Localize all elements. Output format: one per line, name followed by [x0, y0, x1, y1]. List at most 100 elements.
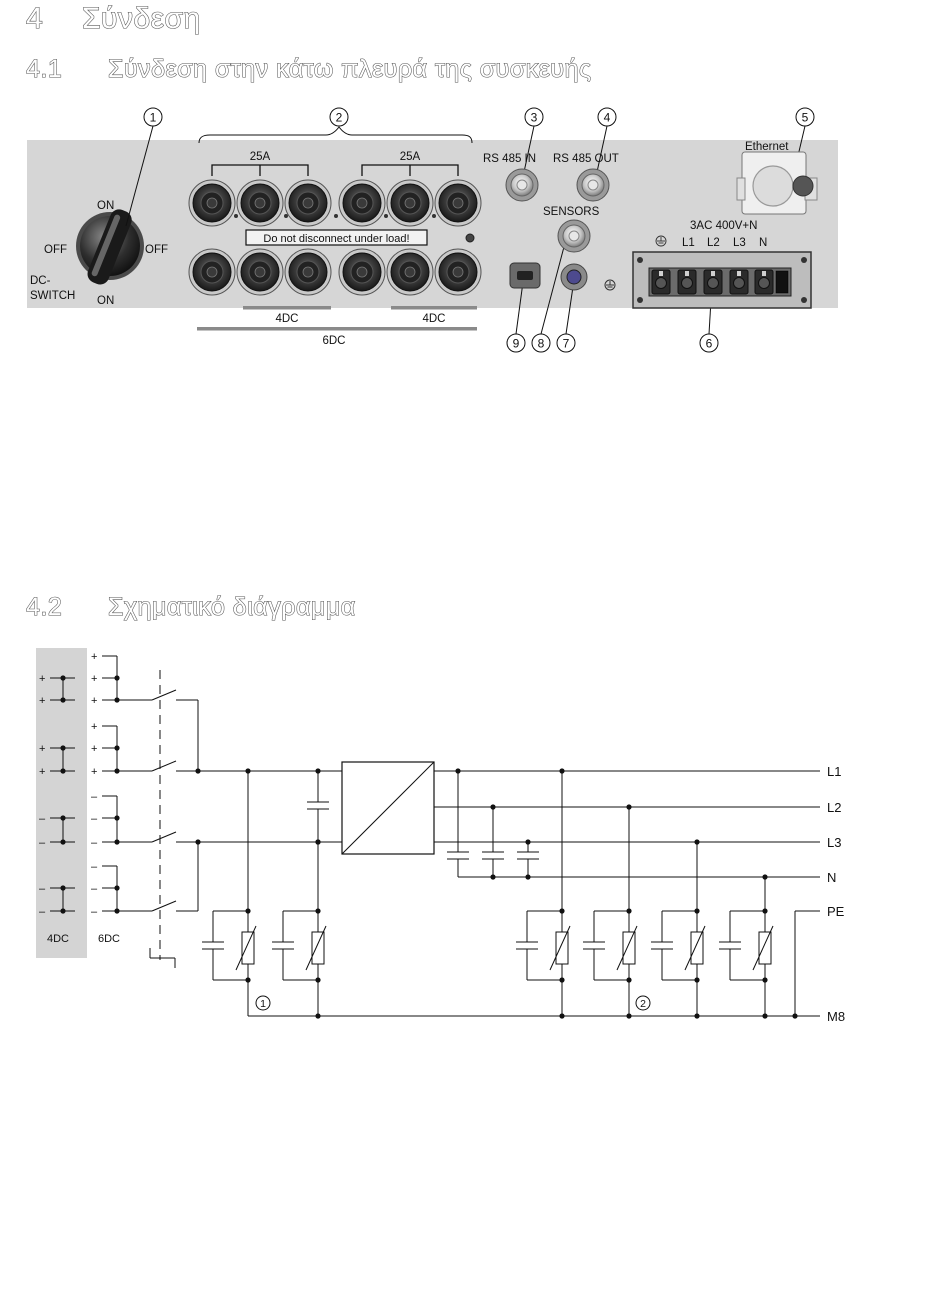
dc6-sign-0-0: + — [91, 651, 97, 663]
svg-text:2: 2 — [640, 998, 646, 1010]
dc-connector-top-5[interactable] — [387, 180, 433, 226]
dc-connector-bottom-6[interactable] — [435, 249, 481, 295]
device-bottom-view: ON ON OFF OFF DC- SWITCH 1 2 3 4 5 6 7 — [0, 0, 950, 370]
line-label-l1: L1 — [827, 764, 841, 779]
dc-connector-bottom-5[interactable] — [387, 249, 433, 295]
ac-terminal-slot-1[interactable] — [652, 270, 670, 294]
connector-dot-3 — [334, 214, 338, 218]
switch-off-left-label: OFF — [44, 244, 67, 256]
ac-terminal-n-label: N — [759, 237, 767, 249]
dc-connector-bottom-1[interactable] — [189, 249, 235, 295]
dc6-sign-0-1: + — [91, 673, 97, 685]
group-6dc-bar — [197, 327, 477, 331]
switch-off-right-label: OFF — [145, 244, 168, 256]
switch-dc-label: DC- — [30, 275, 51, 287]
dc4-sign-0-1: + — [39, 695, 45, 707]
switch-on-top-label: ON — [97, 200, 114, 212]
ethernet-label: Ethernet — [745, 141, 789, 153]
ac-terminal-l1-label: L1 — [682, 237, 695, 249]
connector-dot-2 — [284, 214, 288, 218]
dc6-sign-3-1: – — [91, 883, 98, 895]
dc-connector-top-1[interactable] — [189, 180, 235, 226]
dc6-sign-2-2: – — [91, 837, 98, 849]
dc6-sign-2-0: – — [91, 791, 98, 803]
ac-terminal-block[interactable] — [633, 252, 811, 308]
ac-title-label: 3AC 400V+N — [690, 220, 757, 232]
dc6-sign-0-2: + — [91, 695, 97, 707]
callout-2: 2 — [199, 108, 472, 143]
line-label-n: N — [827, 870, 836, 885]
heading-4-2-number: 4.2 — [26, 593, 62, 622]
group-4dc-label-left: 4DC — [275, 313, 298, 325]
callout-5-label: 5 — [802, 111, 809, 125]
line-label-l3: L3 — [827, 835, 841, 850]
fuse-label-left: 25A — [250, 151, 271, 163]
ac-terminal-slot-4[interactable] — [730, 270, 748, 294]
connector-dot-4 — [384, 214, 388, 218]
dc4-sign-3-1: – — [39, 906, 46, 918]
dc-connector-bottom-3[interactable] — [285, 249, 331, 295]
dc-connector-bottom-4[interactable] — [339, 249, 385, 295]
schematic-labels: 4DC 6DC 1 2 L1L2L3N PE M8 — [47, 764, 845, 1024]
heading-4-2-title: Σχηματικό διάγραμμα — [108, 593, 356, 622]
ac-terminal-l2-label: L2 — [707, 237, 720, 249]
dc4-sign-3-0: – — [39, 883, 46, 895]
schematic-6dc-label: 6DC — [98, 933, 120, 945]
fuse-label-right: 25A — [400, 151, 421, 163]
switch-on-bottom-label: ON — [97, 295, 114, 307]
ac-terminal-slot-5[interactable] — [755, 270, 773, 294]
connector-dot-1 — [234, 214, 238, 218]
line-label-m8: M8 — [827, 1009, 845, 1024]
callout-3-label: 3 — [531, 111, 538, 125]
group-6dc-label: 6DC — [322, 335, 345, 347]
line-label-pe: PE — [827, 904, 845, 919]
dc6-sign-1-1: + — [91, 743, 97, 755]
ac-terminal-slot-2[interactable] — [678, 270, 696, 294]
dc6-sign-2-1: – — [91, 813, 98, 825]
sensors-port[interactable] — [558, 220, 590, 252]
callout-2-label: 2 — [336, 111, 343, 125]
rs485-in-label: RS 485 IN — [483, 153, 536, 165]
callout-1-label: 1 — [150, 111, 157, 125]
dc6-sign-3-2: – — [91, 906, 98, 918]
sensors-label: SENSORS — [543, 206, 600, 218]
rs485-out-port[interactable] — [577, 169, 609, 201]
dc-connector-top-2[interactable] — [237, 180, 283, 226]
dc4-sign-1-1: + — [39, 766, 45, 778]
group-4dc-bar-left — [243, 306, 331, 310]
dc6-sign-1-0: + — [91, 721, 97, 733]
dc4-sign-2-1: – — [39, 837, 46, 849]
main-circuit — [150, 670, 820, 1019]
usb-port[interactable] — [510, 263, 540, 288]
connector-dot-5 — [432, 214, 436, 218]
dc4-sign-1-0: + — [39, 743, 45, 755]
ethernet-port[interactable] — [737, 152, 817, 214]
rs485-out-label: RS 485 OUT — [553, 153, 619, 165]
dc6-sign-3-0: – — [91, 861, 98, 873]
dc-connector-top-6[interactable] — [435, 180, 481, 226]
svg-text:1: 1 — [260, 998, 266, 1010]
schematic-4dc-label: 4DC — [47, 933, 69, 945]
callout-8-label: 8 — [538, 337, 545, 351]
dc6-sign-1-2: + — [91, 766, 97, 778]
warning-label: Do not disconnect under load! — [263, 233, 409, 245]
rs485-in-port[interactable] — [506, 169, 538, 201]
dc-connector-bottom-2[interactable] — [237, 249, 283, 295]
ac-terminal-slot-3[interactable] — [704, 270, 722, 294]
callout-9-label: 9 — [513, 337, 520, 351]
line-label-l2: L2 — [827, 800, 841, 815]
screw-icon — [466, 234, 474, 242]
callout-7-label: 7 — [563, 337, 570, 351]
dc-connector-top-4[interactable] — [339, 180, 385, 226]
group-4dc-label-right: 4DC — [422, 313, 445, 325]
switch-switch-label: SWITCH — [30, 290, 75, 302]
service-led-port[interactable] — [561, 264, 587, 290]
dc4-sign-2-0: – — [39, 813, 46, 825]
dc-connector-top-3[interactable] — [285, 180, 331, 226]
dc4-sign-0-0: + — [39, 673, 45, 685]
schematic-callout-1: 1 — [256, 996, 270, 1010]
callout-6-label: 6 — [706, 337, 713, 351]
schematic-callout-2: 2 — [636, 996, 650, 1010]
ac-terminal-l3-label: L3 — [733, 237, 746, 249]
